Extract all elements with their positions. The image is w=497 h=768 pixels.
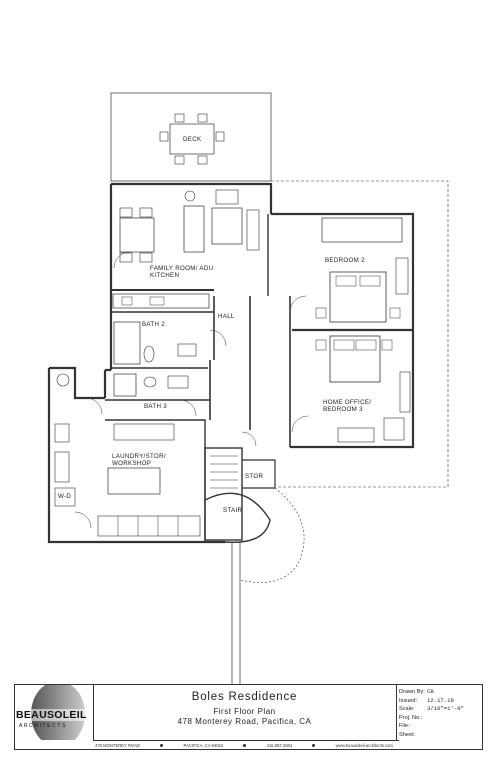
architect-logo: BEAUSOLEIL ARCHITECTS	[15, 685, 94, 740]
room-kitchen: KITCHEN	[150, 272, 179, 279]
footer-address: 478 MONTEREY ROAD	[95, 743, 141, 748]
room-family: FAMILY ROOM/ ADU	[150, 265, 213, 272]
footer-phone: 415.587.2004	[266, 743, 293, 748]
footer-contact: 478 MONTEREY ROAD PACIFICA, CA 94044 415…	[93, 740, 399, 750]
hall-walls	[213, 296, 291, 447]
project-address: 478 Monterey Road, Pacifica, CA	[177, 717, 312, 726]
dashed-outline	[271, 180, 449, 488]
scale-label: Scale:	[399, 706, 415, 713]
room-stair: STAIR	[223, 507, 242, 514]
bullet-icon	[243, 744, 247, 747]
logo-sub: ARCHITECTS	[19, 723, 67, 729]
footer-city: PACIFICA, CA 94044	[183, 743, 224, 748]
sheet-title: First Floor Plan	[213, 707, 276, 716]
room-workshop: WORKSHOP	[112, 460, 151, 467]
project-name: Boles Resdidence	[191, 691, 298, 703]
room-stor: STOR	[245, 473, 264, 480]
file-label: File:	[399, 723, 410, 730]
shower-3	[113, 373, 137, 397]
dining-table	[119, 217, 155, 253]
project-title-block: Boles Resdidence First Floor Plan 478 Mo…	[93, 685, 397, 740]
title-block: BEAUSOLEIL ARCHITECTS Boles Resdidence F…	[14, 684, 483, 750]
stair-treads	[210, 455, 238, 489]
stor-box	[242, 459, 276, 489]
bathtub-2	[113, 321, 141, 365]
deck-outline	[110, 92, 272, 182]
room-bath-3: BATH 3	[144, 403, 167, 410]
room-laundry: LAUNDRY/STOR/	[112, 453, 166, 460]
stair-box	[204, 447, 243, 541]
room-bath-2: BATH 2	[142, 321, 165, 328]
bed-2	[329, 271, 387, 323]
bath2-walls	[111, 311, 214, 369]
room-bedroom-2: BEDROOM 2	[325, 257, 365, 264]
stair-curve	[204, 492, 271, 544]
footer-web: www.beausoleil-architects.com	[335, 743, 393, 748]
room-hall: HALL	[218, 313, 235, 320]
drawn-by-label: Drawn By:	[399, 689, 425, 695]
kitchen-counter	[112, 293, 210, 309]
logo-name: BEAUSOLEIL	[16, 709, 87, 721]
walkway	[231, 542, 241, 685]
exterior-wall	[103, 182, 273, 398]
room-deck: DECK	[183, 136, 202, 143]
room-home-office: HOME OFFICE/	[323, 399, 371, 406]
sheet-info: Drawn By:CB Issued: 12.17.19 Scale: 3/16"=…	[399, 688, 483, 740]
proj-no-label: Proj. No.:	[399, 714, 423, 721]
room-wd: W-D	[58, 493, 71, 500]
workbench	[107, 467, 161, 495]
laundry-inner	[105, 419, 206, 542]
walkway-arc	[239, 487, 305, 583]
laundry-walls	[47, 366, 225, 544]
issued-value: 12.17.19	[427, 696, 454, 704]
room-bedroom-3: BEDROOM 3	[323, 406, 363, 413]
sofa	[183, 205, 205, 253]
bullet-icon	[160, 744, 164, 747]
drawn-by-value: CB	[427, 688, 434, 695]
bath3-walls	[105, 360, 211, 420]
sheet-label: Sheet:	[399, 731, 416, 738]
deck-table	[169, 123, 215, 155]
bullet-icon	[312, 744, 316, 747]
bed-3	[329, 335, 381, 383]
scale-value: 3/16"=1'-0"	[427, 705, 464, 713]
issued-label: Issued:	[399, 697, 418, 704]
